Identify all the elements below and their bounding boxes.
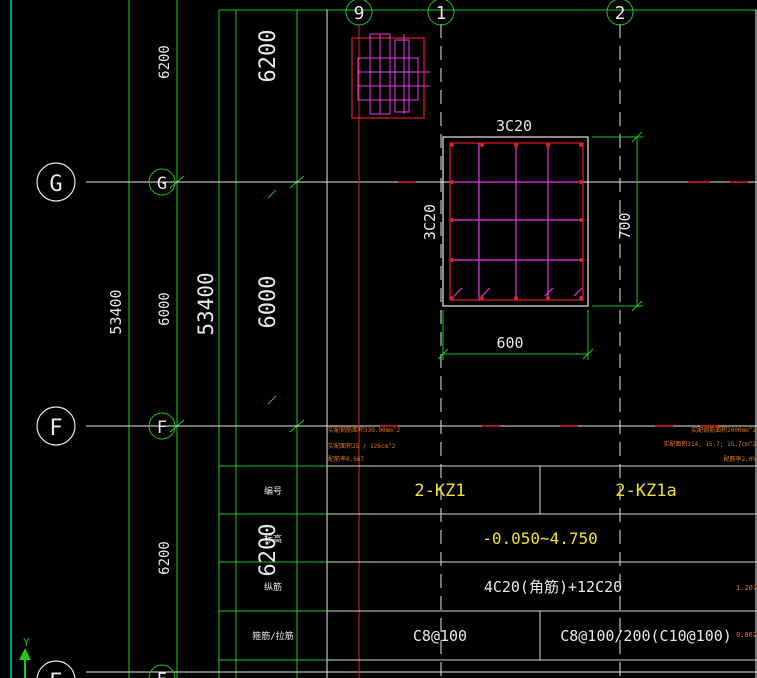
- axis-label-1: 1: [436, 3, 447, 24]
- axis-bubble-2[interactable]: 2: [606, 0, 634, 26]
- ucs-icon: Y: [19, 636, 31, 678]
- axis-bubble-1[interactable]: 1: [427, 0, 455, 26]
- ucs-y-label: Y: [23, 636, 30, 649]
- dim-seg-small-1: 6200: [157, 45, 173, 79]
- axis-label-2: 2: [615, 3, 626, 24]
- axis-label-F: F: [49, 416, 62, 441]
- dim-total-outer: 53400: [107, 289, 125, 334]
- axis-marker-small-E[interactable]: E: [148, 664, 176, 678]
- red-dash-marks: [380, 181, 748, 427]
- main-rebar-cell[interactable]: 4C20(角筋)+12C20: [484, 578, 622, 596]
- column-section[interactable]: [442, 136, 589, 307]
- dim-total-inner: 53400: [194, 272, 218, 335]
- axis-bubble-F[interactable]: F: [36, 406, 76, 446]
- dim-seg-large-1: 6200: [256, 30, 281, 83]
- elevation-cell[interactable]: -0.050~4.750: [482, 529, 598, 548]
- svg-text:配筋率2.0%: 配筋率2.0%: [724, 455, 757, 463]
- svg-text:实配钢筋面积2000mm^2: 实配钢筋面积2000mm^2: [691, 426, 756, 434]
- dim-seg-large-2: 6000: [256, 276, 281, 329]
- row-header-stirrup: 箍筋/拉筋: [252, 630, 293, 642]
- svg-text:实配面积314; 15.7; 15.7cm^2: 实配面积314; 15.7; 15.7cm^2: [663, 440, 756, 448]
- axis-bubble-E[interactable]: E: [36, 660, 76, 678]
- section-dim-width: [437, 310, 594, 360]
- axis-label-G: G: [49, 172, 62, 197]
- tiny-notes-right: 实配钢筋面积2000mm^2 实配面积314; 15.7; 15.7cm^2 配…: [663, 426, 756, 463]
- dim-seg-large-3: 6200: [256, 524, 281, 577]
- section-side-rebar-label: 3C20: [421, 204, 439, 240]
- column-symbol-top[interactable]: [351, 33, 430, 119]
- dimension-lines: [128, 0, 757, 678]
- row-axis-lines: [86, 181, 757, 673]
- tiny-note-side-a: 1.207: [736, 584, 757, 592]
- column-name-1[interactable]: 2-KZ1: [414, 481, 465, 501]
- axis-label-small-E: E: [157, 670, 167, 678]
- section-top-rebar-label: 3C20: [496, 117, 532, 135]
- axis-marker-small-G[interactable]: G: [148, 168, 176, 196]
- col-axis-lines: [326, 10, 757, 678]
- axis-bubble-9[interactable]: 9: [345, 0, 373, 26]
- axis-label-small-G: G: [157, 174, 167, 194]
- section-width-dim: 600: [496, 334, 523, 352]
- svg-text:实配面积25 / 126cm^2: 实配面积25 / 126cm^2: [328, 442, 396, 450]
- tiny-notes-left: 实配钢筋面积330.00mm^2 实配面积25 / 126cm^2 配筋率0.6…: [328, 426, 401, 463]
- column-name-2[interactable]: 2-KZ1a: [615, 481, 676, 501]
- dim-seg-small-2: 6000: [157, 292, 173, 326]
- svg-text:配筋率0.667: 配筋率0.667: [328, 455, 364, 463]
- row-header-id: 编号: [264, 485, 282, 497]
- axis-marker-small-F[interactable]: F: [148, 412, 176, 440]
- axis-label-E: E: [49, 670, 62, 678]
- row-header-elevation: 标高: [264, 533, 282, 545]
- row-header-rebar: 纵筋: [264, 581, 282, 593]
- green-tick-marks: [267, 189, 277, 405]
- axis-bubble-G[interactable]: G: [36, 162, 76, 202]
- axis-label-9: 9: [354, 3, 365, 24]
- svg-text:实配钢筋面积330.00mm^2: 实配钢筋面积330.00mm^2: [328, 426, 401, 434]
- section-height-dim: 700: [616, 212, 634, 239]
- column-schedule-table[interactable]: 编号 标高 纵筋 箍筋/拉筋 2-KZ1 2-KZ1a -0.050~4.750…: [219, 465, 757, 661]
- dim-seg-small-3: 6200: [157, 541, 173, 575]
- tiny-note-side-b: 0.862: [736, 631, 757, 639]
- stirrup-cell-1[interactable]: C8@100: [413, 627, 467, 645]
- stirrup-cell-2[interactable]: C8@100/200(C10@100): [560, 627, 732, 645]
- axis-label-small-F: F: [157, 418, 167, 438]
- section-dim-height: [592, 131, 643, 312]
